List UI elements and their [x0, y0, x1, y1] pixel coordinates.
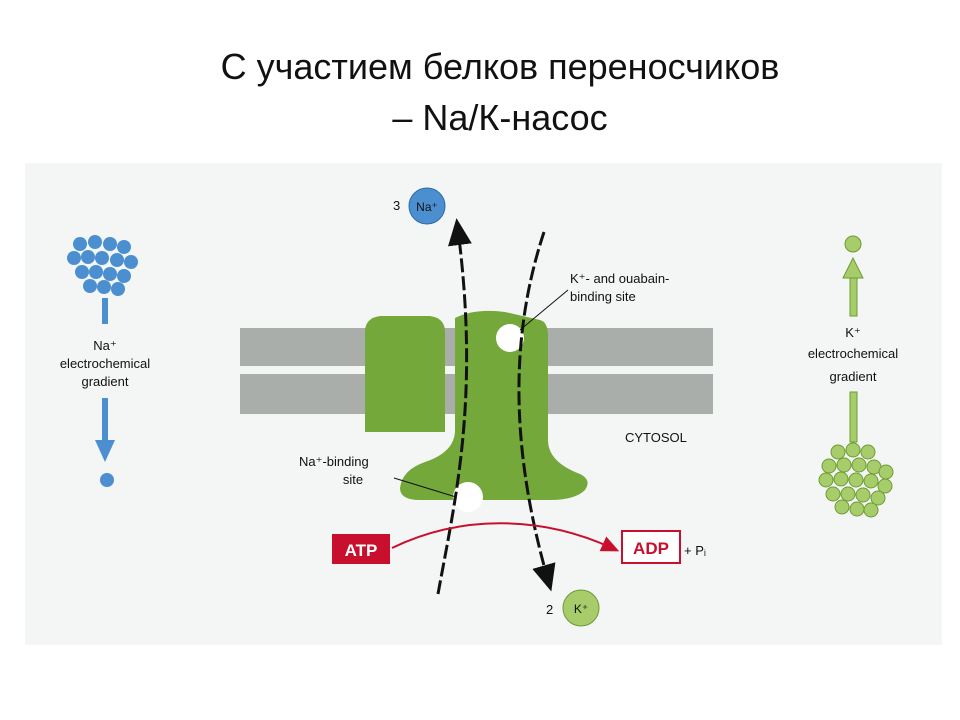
na-transport-arrow [436, 218, 472, 595]
na-gradient-shaft-bottom [102, 398, 108, 440]
atp-label: ATP [345, 541, 378, 560]
na-binding-label-2: site [343, 472, 363, 487]
k-gradient-label-2: electrochemical [808, 346, 898, 361]
k-ion-single [844, 235, 862, 253]
slide-title-line1: С участием белков переносчиков [220, 46, 780, 87]
k-binding-site-pocket [496, 324, 524, 352]
pi-label: + Pᵢ [684, 543, 706, 558]
na-count-label: 3 [393, 198, 400, 213]
protein-right-domain [400, 310, 588, 500]
adp-label: ADP [633, 539, 669, 558]
protein-left-domain [365, 316, 445, 432]
k-binding-label-2: binding site [570, 289, 636, 304]
k-transport-arrow [517, 231, 556, 592]
adp-box [621, 530, 681, 564]
na-ion-cluster [67, 235, 138, 296]
k-gradient-shaft-top [849, 277, 858, 317]
k-gradient-label-1: K⁺ [845, 325, 861, 340]
k-ion-cluster [818, 442, 894, 518]
k-binding-label-1: K⁺- and ouabain- [570, 271, 669, 286]
k-gradient-arrowhead [842, 256, 864, 279]
na-binding-site-pocket [453, 482, 483, 512]
na-gradient-label-1: Na⁺ [93, 338, 116, 353]
k-ion-bottom [562, 589, 600, 627]
k-count-label: 2 [546, 602, 553, 617]
na-gradient-arrowhead [95, 440, 115, 462]
slide-title-line2: – Na/К-насос [392, 97, 608, 138]
na-gradient-shaft-top [102, 298, 108, 324]
na-binding-leader [393, 477, 457, 498]
na-gradient-label-3: gradient [82, 374, 129, 389]
pump-protein [365, 310, 588, 512]
atp-box [332, 534, 390, 564]
cytosol-label: CYTOSOL [625, 430, 687, 445]
na-gradient-label-2: electrochemical [60, 356, 150, 371]
na-ion-top [408, 187, 446, 225]
k-gradient-label-3: gradient [830, 369, 877, 384]
k-binding-leader [519, 289, 569, 331]
atp-hydrolysis-arrow [391, 522, 620, 552]
na-ion-label: Na⁺ [416, 200, 438, 214]
k-gradient-shaft-bottom [849, 391, 858, 443]
na-binding-label-1: Na⁺-binding [299, 454, 369, 469]
k-ion-label: K⁺ [574, 602, 588, 616]
na-ion-single [100, 473, 114, 487]
